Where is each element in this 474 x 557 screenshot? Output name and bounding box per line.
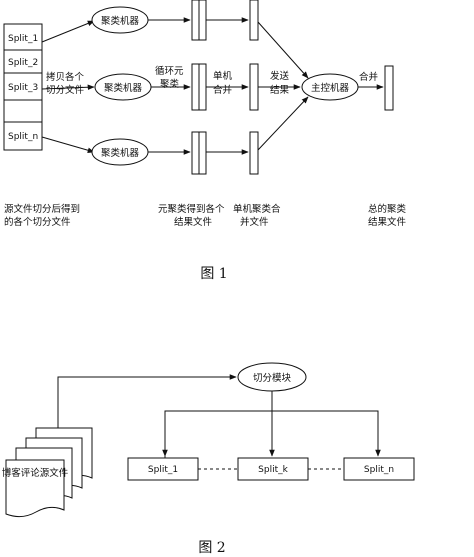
arrow-split-to-cluster-bottom xyxy=(41,136,95,153)
arrow-merged-bottom-to-master xyxy=(257,96,309,151)
arrow-merged-top-to-master xyxy=(257,21,309,79)
single-merge-line1: 单机 xyxy=(213,70,233,82)
source-document-stack-icon xyxy=(5,427,93,518)
note-total-line1: 总的聚类 xyxy=(368,203,407,215)
send-result-line2: 结果 xyxy=(270,84,290,96)
copy-label-line1: 拷贝各个 xyxy=(46,71,85,83)
source-document-label: 博客评论源文件 xyxy=(2,467,69,479)
figure-1-caption: 图 1 xyxy=(200,266,227,282)
note-meta-line1: 元聚类得到各个 xyxy=(158,203,225,215)
merged-file-top xyxy=(249,0,259,41)
loop-label-line1: 循环元 xyxy=(155,65,184,77)
meta-result-files-top xyxy=(191,0,207,41)
meta-result-files-mid xyxy=(191,63,207,111)
send-result-line1: 发送 xyxy=(270,70,290,82)
loop-label-line2: 聚类 xyxy=(160,78,180,90)
split-n-box-label: Split_n xyxy=(364,465,394,475)
figure-2-caption: 图 2 xyxy=(198,540,225,556)
cluster-machine-top-label: 聚类机器 xyxy=(101,15,140,27)
arrow-split-to-cluster-mid xyxy=(41,84,95,91)
merged-file-bottom xyxy=(249,131,259,175)
figure-1: Split_1 Split_2 Split_3 Split_n 拷贝各个 切分文… xyxy=(3,0,407,282)
single-merge-line2: 合并 xyxy=(213,84,233,96)
meta-result-files-bottom xyxy=(191,131,207,175)
note-source-line2: 的各个切分文件 xyxy=(4,216,71,228)
split-1-box-label: Split_1 xyxy=(148,465,178,475)
split-module-label: 切分模块 xyxy=(253,372,292,384)
split-3-label: Split_3 xyxy=(8,83,38,93)
merge-label: 合并 xyxy=(359,71,379,83)
arrow-source-to-split-module xyxy=(57,374,237,430)
cluster-machine-bottom-label: 聚类机器 xyxy=(101,147,140,159)
total-result-file xyxy=(384,65,394,111)
split-k-box-label: Split_k xyxy=(258,465,288,475)
note-single-line2: 并文件 xyxy=(240,216,269,228)
split-n-label: Split_n xyxy=(8,132,38,142)
note-meta-line2: 结果文件 xyxy=(174,216,213,228)
split-2-label: Split_2 xyxy=(8,58,38,68)
copy-label-line2: 切分文件 xyxy=(46,84,85,96)
cluster-machine-mid-label: 聚类机器 xyxy=(104,82,143,94)
note-total-line2: 结果文件 xyxy=(368,216,407,228)
master-machine-label: 主控机器 xyxy=(311,82,350,94)
split-1-label: Split_1 xyxy=(8,34,38,44)
split-stack-frame xyxy=(3,23,43,151)
figure-2: 切分模块 Split_1 Split_k Split_n 博客评论源文件 图 2 xyxy=(2,362,415,556)
split-n-box xyxy=(343,457,415,481)
note-single-line1: 单机聚类合 xyxy=(233,203,281,215)
note-source-line1: 源文件切分后得到 xyxy=(4,203,80,215)
split-stack: Split_1 Split_2 Split_3 Split_n xyxy=(3,23,43,151)
merged-file-mid xyxy=(249,63,259,111)
arrow-split-to-cluster-top xyxy=(41,20,95,43)
